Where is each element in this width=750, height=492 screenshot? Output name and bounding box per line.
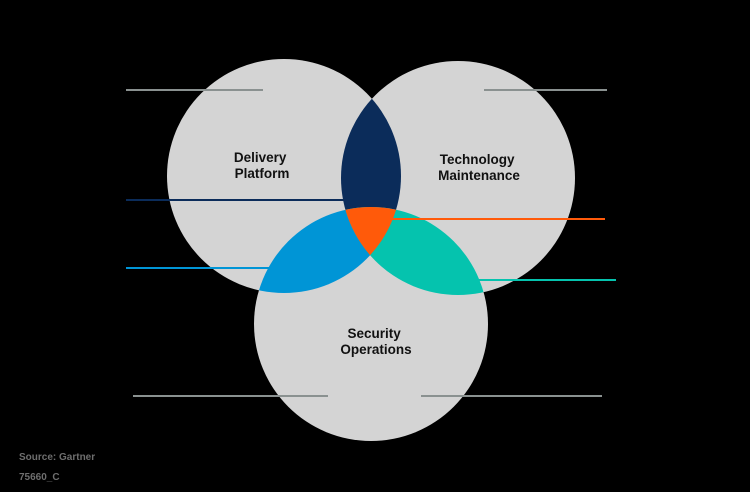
label-delivery-platform: Delivery Platform — [234, 150, 290, 181]
label-technology-line2: Maintenance — [438, 168, 520, 183]
intersection-technology-security — [341, 207, 488, 295]
intersection-delivery-security — [254, 207, 401, 293]
label-technology-maintenance: Technology Maintenance — [438, 152, 520, 183]
source-note: Source: Gartner — [19, 452, 96, 463]
label-technology-line1: Technology — [440, 152, 515, 167]
figure-id: 75660_C — [19, 472, 60, 483]
callout-lines — [126, 89, 616, 397]
label-security-operations: Security Operations — [340, 326, 411, 357]
label-security-line2: Operations — [340, 342, 411, 357]
label-delivery-line2: Platform — [235, 166, 290, 181]
label-delivery-line1: Delivery — [234, 150, 287, 165]
label-security-line1: Security — [347, 326, 401, 341]
